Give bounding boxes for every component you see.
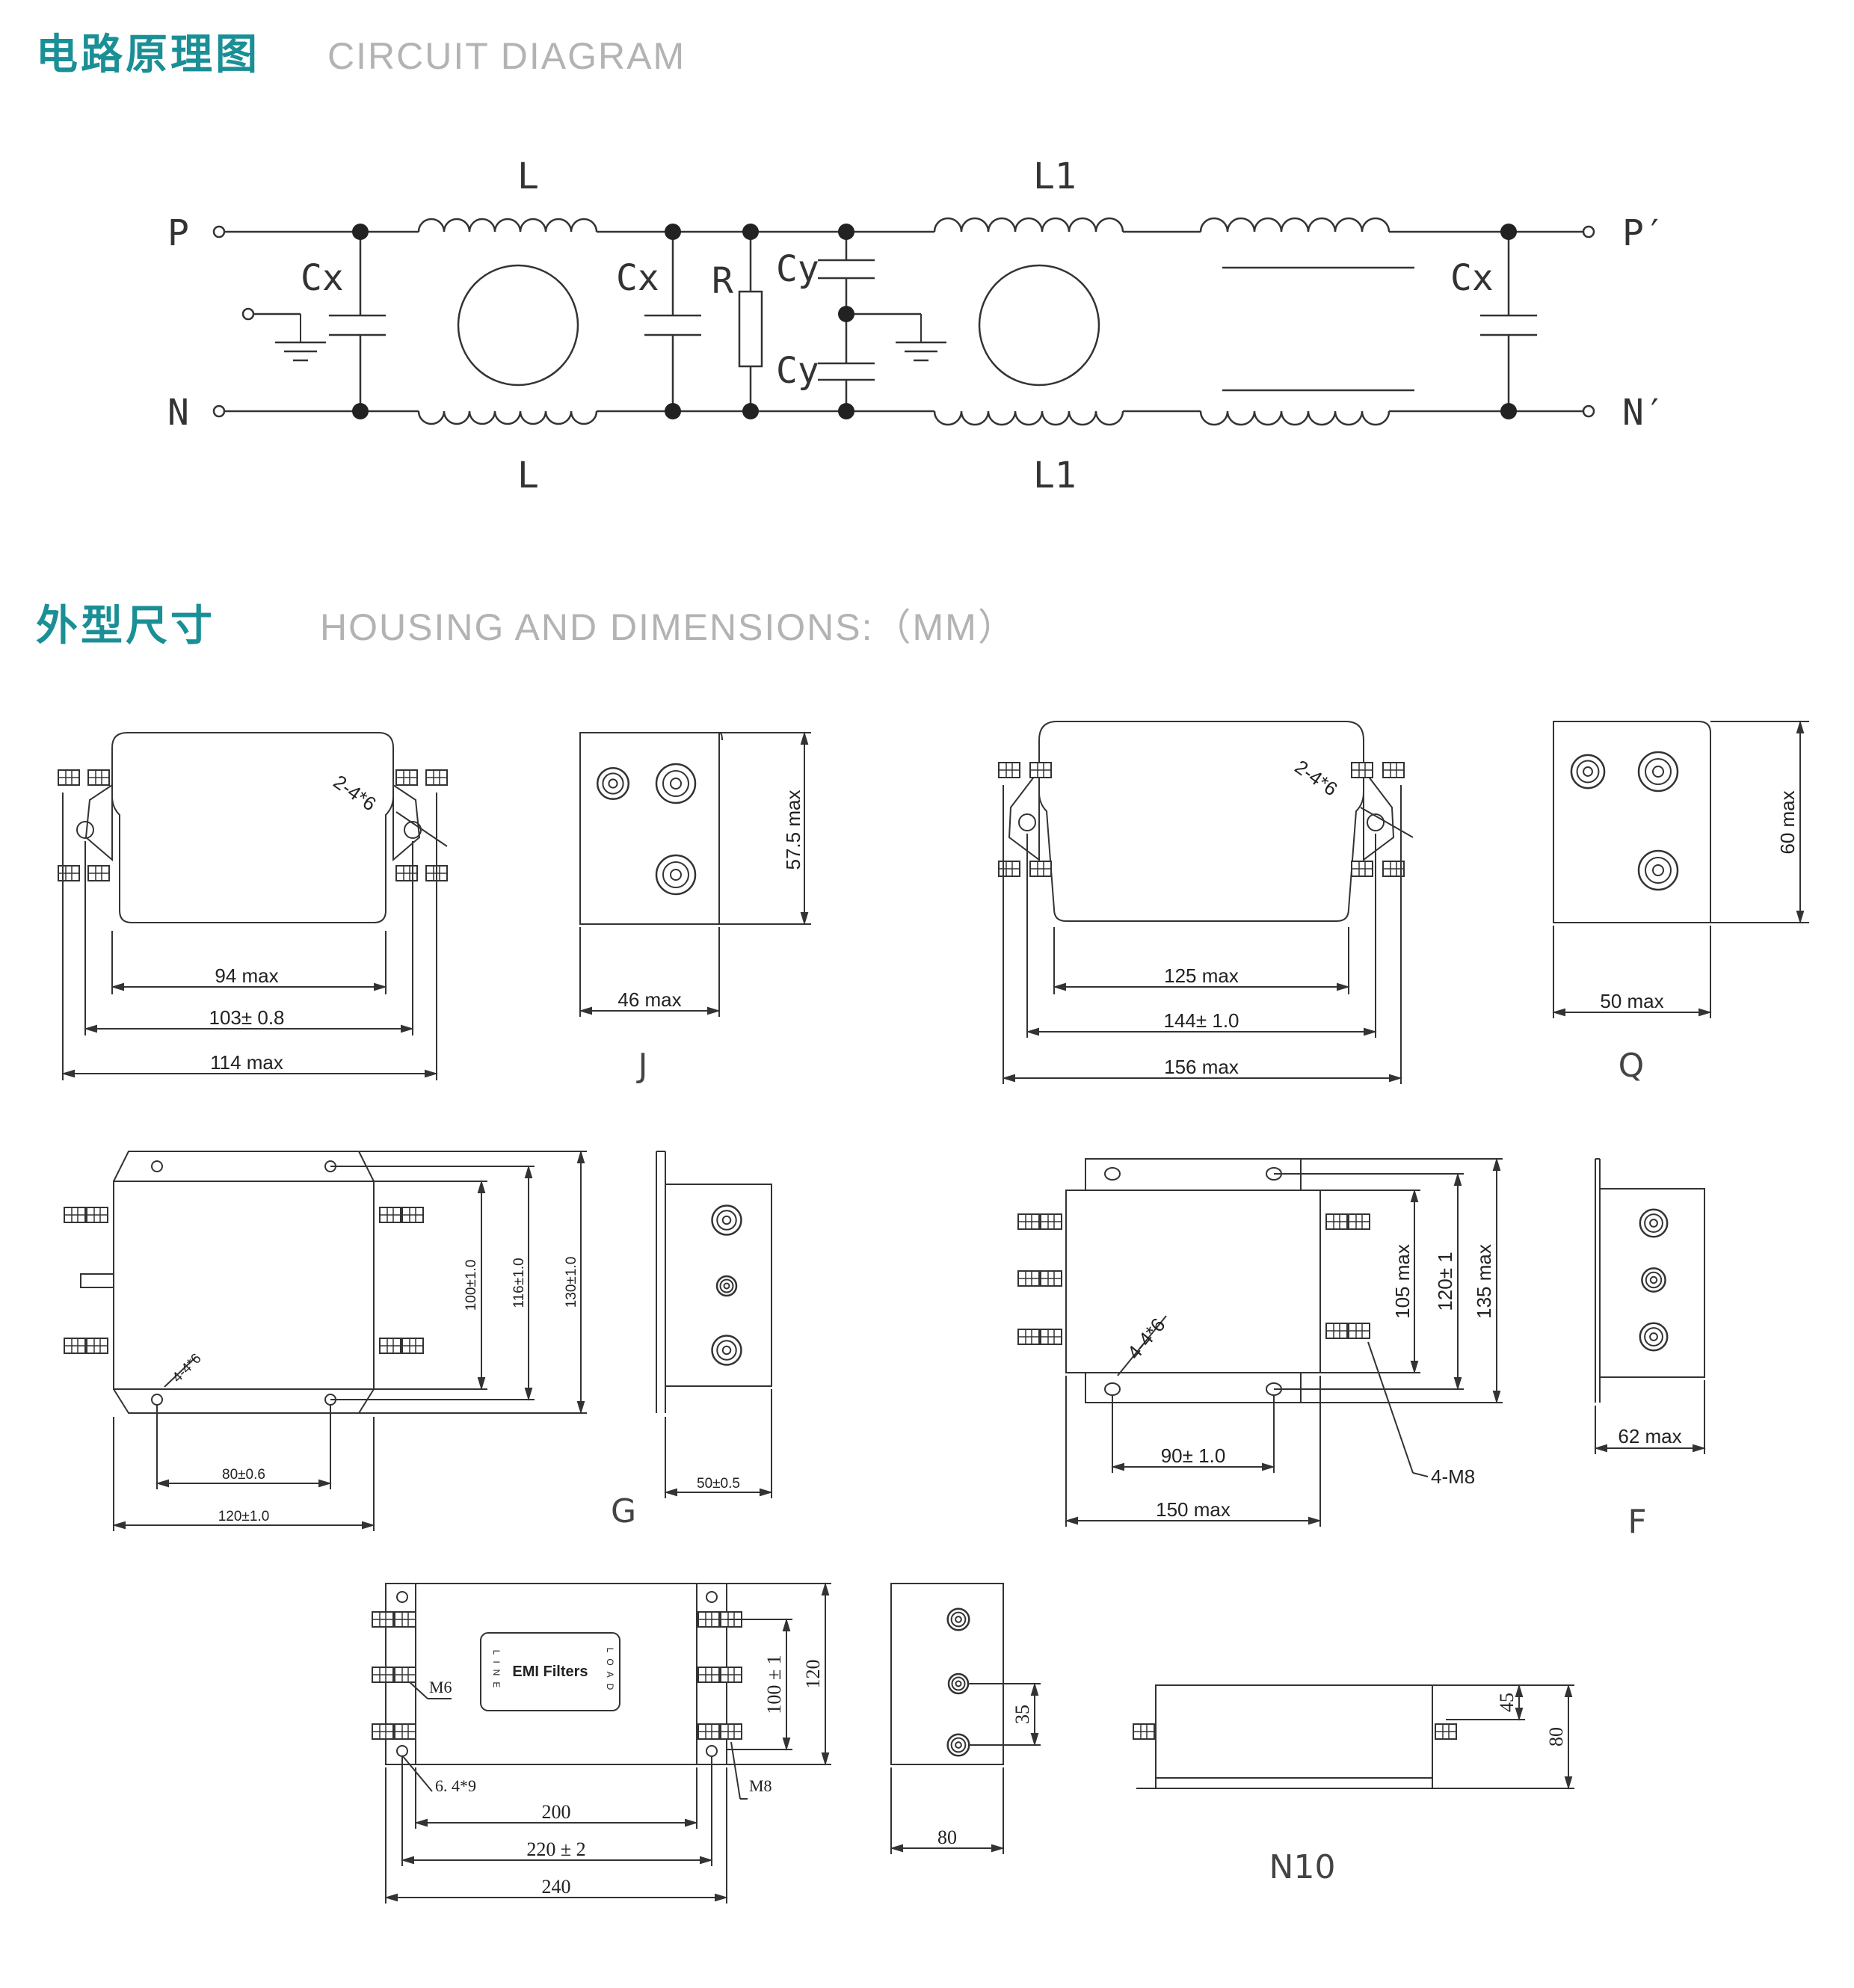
q-body [1039, 721, 1364, 921]
f-body [1066, 1190, 1320, 1373]
j-body [112, 733, 393, 923]
circuit-title-en: CIRCUIT DIAGRAM [327, 35, 686, 77]
j-side-body [580, 733, 719, 924]
n10-dim-220: 220 ± 2 [526, 1838, 585, 1860]
label-cx3: Cx [1450, 257, 1494, 299]
q-holes-label: 2-4*6 [1291, 755, 1342, 800]
n10-side-body [891, 1584, 1003, 1764]
n10-nameplate-label: EMI Filters [512, 1664, 588, 1680]
cy-capacitors [818, 232, 921, 411]
junction-dots [352, 224, 1517, 419]
circuit-diagram: P N P′ N′ L L L1 L1 Cx Cx Cx R Cy Cy [167, 156, 1666, 496]
g-dim-80: 80±0.6 [222, 1467, 265, 1483]
j-dim-57-5: 57.5 max [782, 790, 804, 870]
label-l1-top: L1 [1033, 156, 1077, 197]
n10-dim-240: 240 [542, 1876, 571, 1898]
ground-icon-2 [894, 313, 948, 362]
cx3-capacitor [1480, 232, 1537, 411]
g-dim-100: 100±1.0 [464, 1260, 479, 1311]
g-dim-116: 116±1.0 [511, 1258, 527, 1308]
model-f-drawing [1017, 1157, 1706, 1527]
f-thread-label: 4-M8 [1431, 1465, 1475, 1488]
f-dim-150: 150 max [1156, 1498, 1231, 1521]
top-rail [214, 218, 1594, 237]
n10-m6-label: M6 [429, 1678, 452, 1696]
g-base-plate [114, 1151, 374, 1413]
q-dim-60: 60 max [1776, 790, 1799, 854]
g-body [114, 1181, 374, 1389]
f-dim-105: 105 max [1391, 1244, 1414, 1319]
choke-core-l [458, 265, 578, 385]
bottom-rail [214, 406, 1594, 425]
g-dim-50: 50±0.5 [697, 1476, 740, 1492]
n10-line-label: LINE [491, 1650, 502, 1694]
n10-nameplate [481, 1633, 620, 1711]
label-cx2: Cx [616, 257, 659, 299]
n10-dim-120: 120 [802, 1660, 824, 1689]
n10-hole-label: 6. 4*9 [435, 1776, 476, 1795]
label-l-top: L [517, 156, 539, 197]
j-dim-46: 46 max [618, 988, 681, 1011]
j-dim-114: 114 max [210, 1051, 283, 1074]
cx1-capacitor [329, 232, 386, 411]
g-holes-label: 4-4*6 [170, 1351, 205, 1386]
model-n10-drawing [372, 1582, 1574, 1904]
n10-dim-35: 35 [1011, 1705, 1033, 1724]
q-dim-156: 156 max [1164, 1056, 1239, 1078]
label-n-out: N′ [1622, 392, 1666, 434]
label-p-out: P′ [1622, 212, 1666, 254]
model-j-drawing [58, 731, 811, 1080]
label-l1-bottom: L1 [1033, 455, 1077, 496]
n10-dim-100: 100 ± 1 [763, 1655, 785, 1714]
q-dim-50: 50 max [1600, 990, 1663, 1012]
model-n10-label: N10 [1269, 1848, 1336, 1886]
n10-dim-80: 80 [937, 1827, 957, 1848]
g-dim-130: 130±1.0 [564, 1257, 579, 1308]
g-dim-120: 120±1.0 [218, 1509, 270, 1524]
ground-icon [274, 313, 327, 362]
choke-core-l1 [979, 265, 1099, 385]
model-q-label: Q [1619, 1047, 1645, 1085]
q-side-body [1553, 721, 1710, 923]
label-r: R [712, 260, 733, 302]
label-l-bottom: L [517, 455, 539, 496]
model-g-drawing [64, 1150, 773, 1531]
label-n: N [167, 392, 189, 434]
resistor [739, 232, 762, 411]
j-dim-103: 103± 0.8 [209, 1006, 284, 1029]
n10-dim-200: 200 [542, 1801, 571, 1823]
label-cy1: Cy [776, 248, 819, 290]
n10-dim-80-front: 80 [1545, 1727, 1567, 1747]
model-j-label: J [636, 1047, 648, 1085]
cx2-capacitor [644, 232, 701, 411]
label-p: P [167, 212, 189, 254]
model-g-label: G [611, 1492, 636, 1530]
q-dim-125: 125 max [1164, 964, 1239, 987]
label-cx1: Cx [301, 257, 344, 299]
label-cy2: Cy [776, 350, 819, 392]
j-dim-94: 94 max [215, 964, 278, 987]
model-f-label: F [1627, 1503, 1646, 1541]
housing-title-en: HOUSING AND DIMENSIONS:（MM） [320, 606, 1017, 648]
j-holes-label: 2-4*6 [330, 770, 381, 815]
f-dim-90: 90± 1.0 [1161, 1444, 1226, 1467]
model-q-drawing [998, 720, 1809, 1084]
n10-load-label: LOAD [605, 1648, 615, 1696]
f-dim-135: 135 max [1473, 1244, 1495, 1319]
n10-front-body [1156, 1685, 1432, 1778]
n10-dim-45: 45 [1496, 1693, 1518, 1712]
circuit-title-cn: 电路原理图 [36, 31, 260, 79]
n10-m8-label: M8 [749, 1776, 772, 1795]
f-dim-120: 120± 1 [1434, 1252, 1456, 1311]
q-dim-144: 144± 1.0 [1163, 1009, 1239, 1032]
housing-title-cn: 外型尺寸 [36, 602, 215, 650]
f-dim-62: 62 max [1618, 1425, 1681, 1447]
housing-section-header: 外型尺寸 HOUSING AND DIMENSIONS:（MM） [36, 592, 1017, 653]
circuit-section-header: 电路原理图 CIRCUIT DIAGRAM [36, 21, 686, 81]
